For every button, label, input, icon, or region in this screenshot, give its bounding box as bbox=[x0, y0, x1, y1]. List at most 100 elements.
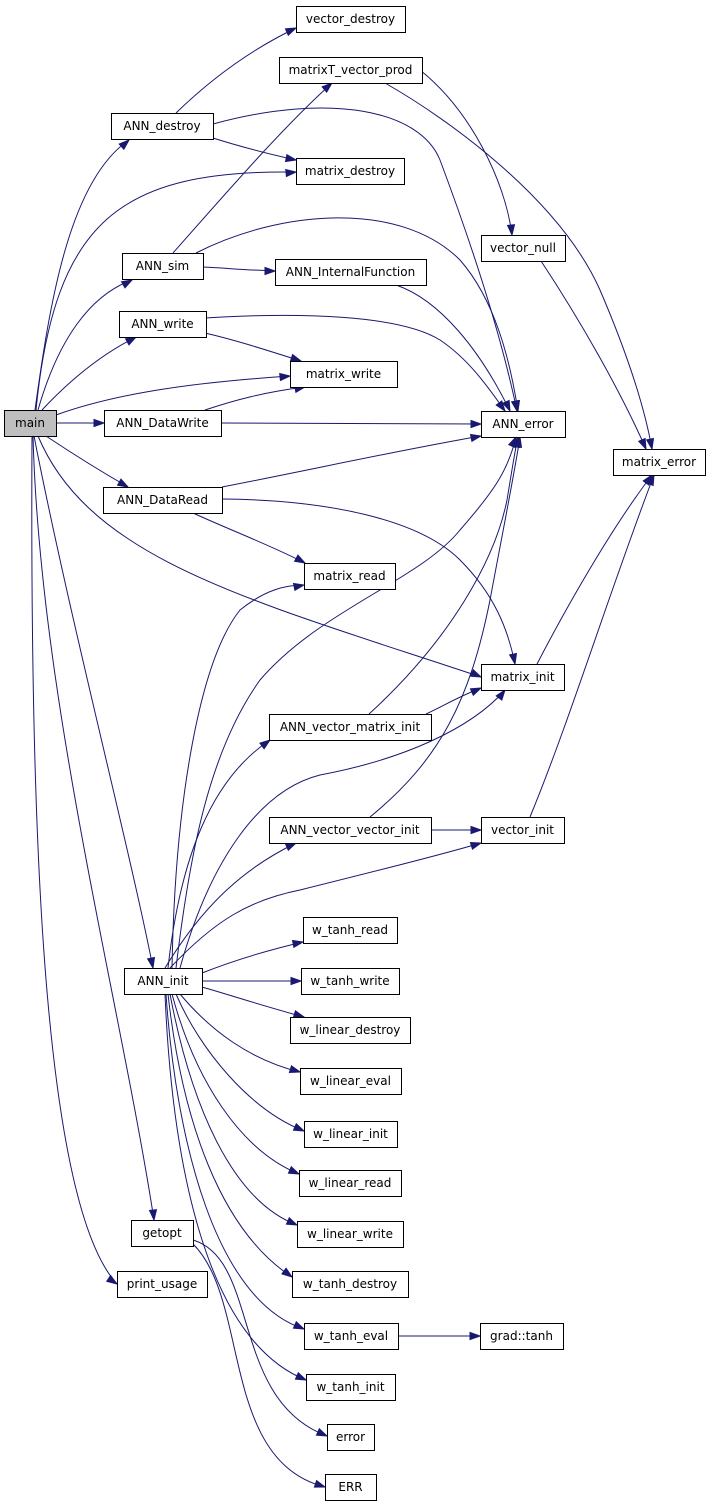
node-label: w_linear_eval bbox=[310, 1074, 391, 1088]
node-matrix-read[interactable]: matrix_read bbox=[304, 563, 396, 590]
node-matrix-write[interactable]: matrix_write bbox=[290, 361, 398, 388]
edge-ANN_init-to-w_tanh_destroy bbox=[167, 993, 294, 1278]
edge-ANN_init-to-matrix_read bbox=[171, 582, 306, 969]
edge-ANN_vector_matrix_init-to-matrix_init bbox=[425, 687, 483, 715]
edge-line bbox=[384, 82, 653, 450]
node-box bbox=[481, 817, 565, 844]
edge-line bbox=[395, 284, 511, 412]
node-ANN-destroy[interactable]: ANN_destroy bbox=[111, 113, 214, 140]
node-box bbox=[304, 1121, 398, 1148]
node-box bbox=[290, 361, 398, 388]
node-vector-null[interactable]: vector_null bbox=[481, 235, 566, 262]
node-w-tanh-eval[interactable]: w_tanh_eval bbox=[304, 1323, 399, 1350]
node-box bbox=[299, 1170, 402, 1197]
edge-line bbox=[37, 279, 133, 411]
edge-line bbox=[369, 436, 521, 818]
edge-arrowhead bbox=[285, 1216, 299, 1226]
edge-arrowhead bbox=[645, 437, 655, 451]
edge-vector_null-to-matrix_error bbox=[540, 260, 647, 451]
node-grad-tanh[interactable]: grad::tanh bbox=[480, 1323, 564, 1350]
edge-arrowhead bbox=[313, 1479, 327, 1488]
edge-main-to-matrix_init bbox=[37, 435, 483, 678]
node-box bbox=[290, 1017, 411, 1044]
node-w-linear-read[interactable]: w_linear_read bbox=[299, 1170, 402, 1197]
node-label: ANN_vector_matrix_init bbox=[280, 720, 421, 734]
node-box bbox=[269, 817, 432, 844]
node-box bbox=[480, 1323, 564, 1350]
edge-arrowhead bbox=[284, 153, 298, 163]
edge-ANN_sim-to-ANN_InternalFunction bbox=[202, 266, 277, 276]
node-box bbox=[275, 259, 427, 286]
node-error[interactable]: error bbox=[327, 1424, 375, 1451]
node-label: vector_init bbox=[491, 823, 554, 837]
edge-arrowhead bbox=[293, 554, 307, 564]
edge-arrowhead bbox=[637, 437, 647, 451]
edge-line bbox=[212, 137, 297, 161]
edge-arrowhead bbox=[513, 435, 523, 449]
edge-arrowhead bbox=[294, 1371, 308, 1381]
node-matrix-error[interactable]: matrix_error bbox=[613, 449, 706, 476]
node-w-tanh-read[interactable]: w_tanh_read bbox=[303, 917, 398, 944]
node-ANN-error[interactable]: ANN_error bbox=[481, 411, 566, 438]
node-w-linear-init[interactable]: w_linear_init bbox=[304, 1121, 398, 1148]
node-label: matrix_init bbox=[490, 670, 554, 684]
node-ANN-vector-matrix-init[interactable]: ANN_vector_matrix_init bbox=[269, 714, 432, 741]
edge-main-to-matrix_write bbox=[55, 372, 292, 416]
edge-line bbox=[167, 993, 293, 1278]
node-w-linear-eval[interactable]: w_linear_eval bbox=[300, 1068, 402, 1095]
node-vector-init[interactable]: vector_init bbox=[481, 817, 565, 844]
node-label: ANN_vector_vector_init bbox=[280, 823, 420, 837]
node-main[interactable]: main bbox=[4, 410, 57, 437]
node-getopt[interactable]: getopt bbox=[131, 1220, 194, 1247]
edge-arrowhead bbox=[511, 399, 521, 413]
edge-ANN_destroy-to-vector_destroy bbox=[175, 27, 298, 114]
node-print-usage[interactable]: print_usage bbox=[117, 1271, 208, 1298]
node-box bbox=[119, 311, 207, 338]
node-label: matrix_error bbox=[622, 455, 696, 469]
node-label: w_tanh_destroy bbox=[303, 1277, 397, 1291]
node-ANN-DataRead[interactable]: ANN_DataRead bbox=[103, 487, 223, 514]
node-ANN-sim[interactable]: ANN_sim bbox=[122, 253, 204, 280]
edge-main-to-ANN_DataRead bbox=[45, 435, 130, 488]
node-label: ANN_destroy bbox=[123, 119, 200, 133]
node-w-tanh-write[interactable]: w_tanh_write bbox=[301, 968, 400, 995]
node-w-linear-destroy[interactable]: w_linear_destroy bbox=[290, 1017, 411, 1044]
edge-arrowhead bbox=[259, 739, 272, 750]
edge-vector_init-to-matrix_error bbox=[529, 473, 655, 818]
edge-line bbox=[529, 474, 655, 818]
edge-main-to-ANN_write bbox=[41, 336, 138, 411]
edge-arrowhead bbox=[285, 168, 298, 178]
edge-ANN_init-to-w_linear_init bbox=[175, 993, 306, 1132]
node-matrix-init[interactable]: matrix_init bbox=[481, 664, 565, 691]
node-box bbox=[4, 410, 57, 437]
node-vector-destroy[interactable]: vector_destroy bbox=[296, 6, 406, 33]
node-matrixT-vector-prod[interactable]: matrixT_vector_prod bbox=[279, 57, 423, 84]
node-label: matrix_destroy bbox=[305, 164, 395, 178]
edge-arrowhead bbox=[290, 976, 303, 986]
node-ANN-vector-vector-init[interactable]: ANN_vector_vector_init bbox=[269, 817, 432, 844]
edge-ANN_init-to-w_linear_write bbox=[169, 993, 299, 1226]
edge-arrowhead bbox=[501, 399, 511, 413]
node-w-tanh-init[interactable]: w_tanh_init bbox=[306, 1374, 396, 1401]
node-box bbox=[297, 1221, 404, 1248]
node-matrix-destroy[interactable]: matrix_destroy bbox=[296, 158, 405, 185]
node-ANN-init[interactable]: ANN_init bbox=[124, 968, 203, 995]
node-ERR[interactable]: ERR bbox=[325, 1474, 377, 1501]
edge-arrowhead bbox=[292, 1122, 306, 1132]
node-ANN-InternalFunction[interactable]: ANN_InternalFunction bbox=[275, 259, 427, 286]
node-box bbox=[103, 487, 223, 514]
edge-arrowhead bbox=[645, 473, 655, 487]
edge-ANN_init-to-w_linear_destroy bbox=[201, 986, 306, 1019]
edge-arrowhead bbox=[146, 956, 156, 970]
node-label: print_usage bbox=[127, 1277, 197, 1291]
edge-matrix_init-to-matrix_error bbox=[536, 473, 653, 665]
node-ANN-DataWrite[interactable]: ANN_DataWrite bbox=[104, 410, 222, 437]
edge-line bbox=[32, 435, 155, 1221]
node-box bbox=[481, 664, 565, 691]
edge-line bbox=[169, 993, 298, 1226]
node-label: vector_destroy bbox=[306, 12, 395, 26]
edge-line bbox=[35, 171, 297, 411]
node-ANN-write[interactable]: ANN_write bbox=[119, 311, 207, 338]
node-w-tanh-destroy[interactable]: w_tanh_destroy bbox=[292, 1271, 409, 1298]
node-w-linear-write[interactable]: w_linear_write bbox=[297, 1221, 404, 1248]
